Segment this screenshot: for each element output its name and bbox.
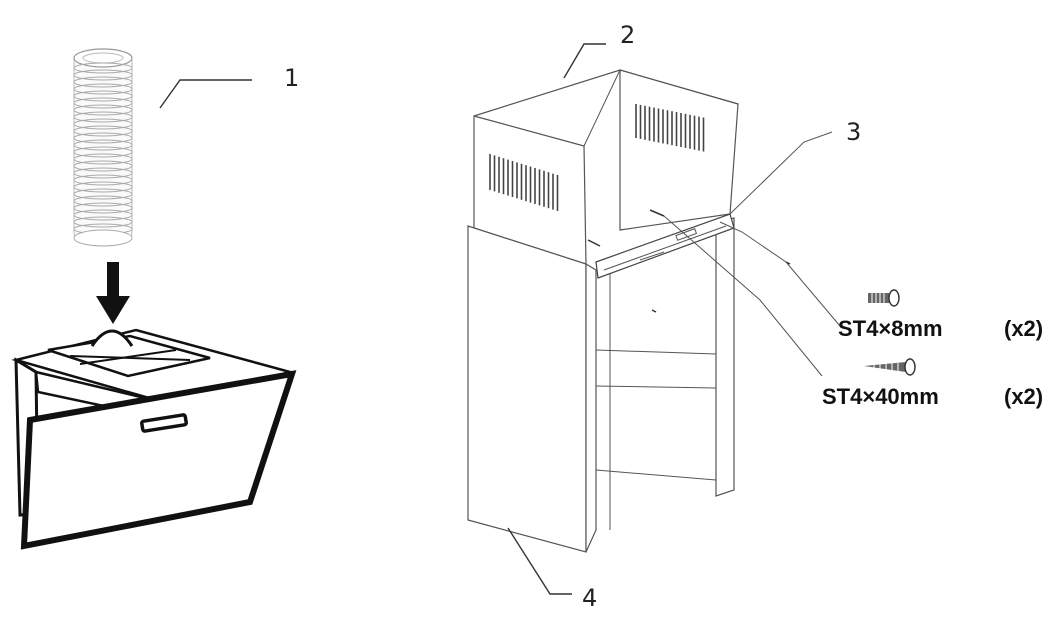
screw-40mm-label: ST4×40mm — [822, 384, 939, 409]
chimney-upper-cover — [473, 69, 739, 265]
callout-1: 1 — [284, 64, 299, 92]
short-screw-icon — [868, 289, 900, 307]
chimney-lower-cover — [467, 217, 735, 553]
callout-4-leader — [507, 527, 572, 595]
down-arrow-icon — [96, 262, 130, 324]
callout-3-leader — [729, 131, 833, 215]
screw-8mm-qty: (x2) — [1004, 316, 1043, 341]
callout-2-leader — [563, 43, 606, 79]
long-screw-icon — [864, 358, 916, 376]
screw-40mm-leader — [663, 215, 823, 377]
callout-1-leader — [159, 79, 252, 109]
screw-8mm-leader — [719, 221, 841, 327]
flexible-duct — [73, 48, 133, 247]
screw-8mm-label: ST4×8mm — [838, 316, 943, 341]
range-hood — [11, 328, 297, 550]
callout-3: 3 — [846, 118, 861, 146]
callout-4: 4 — [582, 584, 597, 612]
screw-40mm-qty: (x2) — [1004, 384, 1043, 409]
callout-2: 2 — [620, 21, 635, 49]
